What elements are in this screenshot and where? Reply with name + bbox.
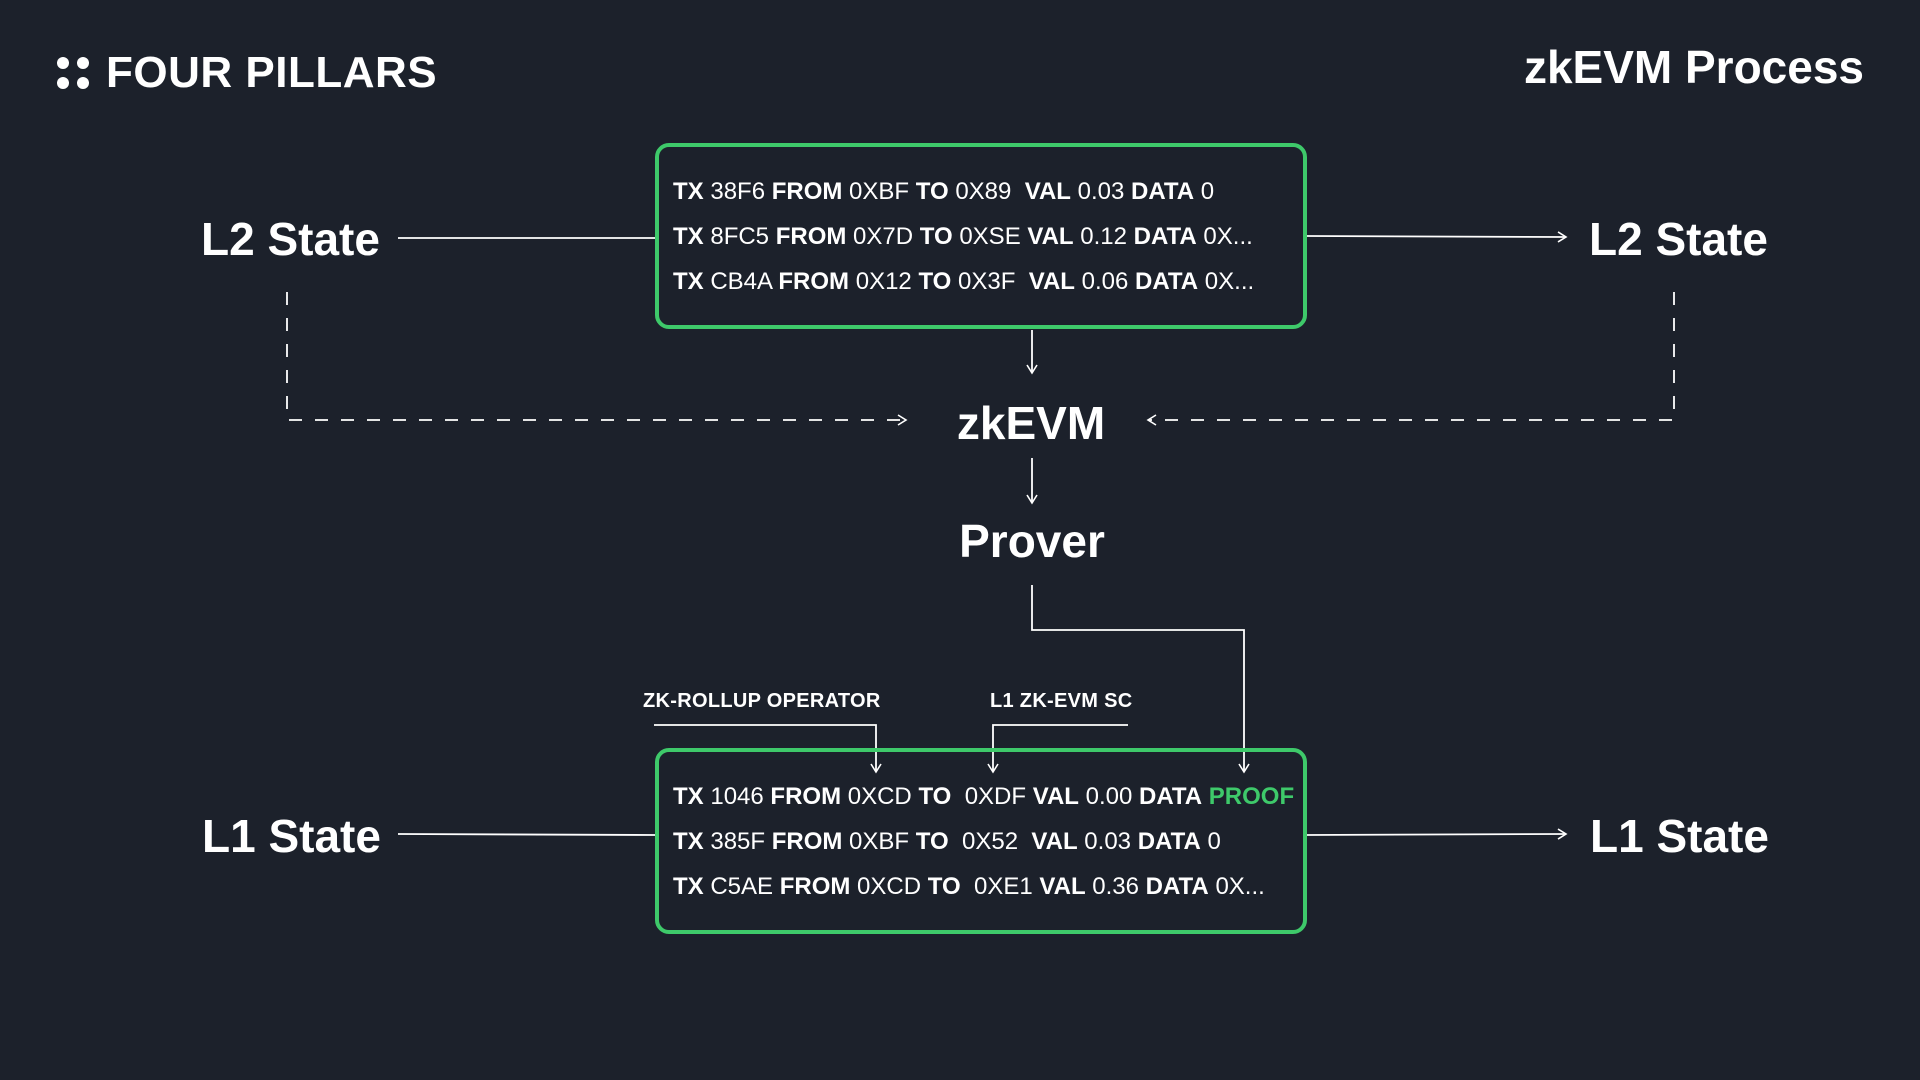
l1-tx-row: TX C5AE FROM 0XCD TO 0XE1 VAL 0.36 DATA … xyxy=(673,873,1265,900)
l1-tx-row: TX 1046 FROM 0XCD TO 0XDF VAL 0.00 DATA … xyxy=(673,783,1295,810)
l2-tx-row: TX 8FC5 FROM 0X7D TO 0XSE VAL 0.12 DATA … xyxy=(673,223,1253,250)
l1-state-in: L1 State xyxy=(202,810,381,862)
l2-state-in: L2 State xyxy=(201,213,380,265)
brand-name: FOUR PILLARS xyxy=(106,48,438,97)
l2-transaction-box: TX 38F6 FROM 0XBF TO 0X89 VAL 0.03 DATA … xyxy=(655,143,1307,329)
l1-transaction-box: TX 1046 FROM 0XCD TO 0XDF VAL 0.00 DATA … xyxy=(655,748,1307,934)
page-title: zkEVM Process xyxy=(1523,41,1864,93)
l1-tx-row: TX 385F FROM 0XBF TO 0X52 VAL 0.03 DATA … xyxy=(673,828,1221,855)
brand: FOUR PILLARS xyxy=(56,48,437,98)
zkevm-node: zkEVM xyxy=(956,397,1106,449)
prover-to-proof-arrow xyxy=(1031,585,1250,774)
operator-label: ZK-ROLLUP OPERATOR xyxy=(643,690,881,712)
l2-dashed-right-arrow xyxy=(1146,292,1675,426)
l2-state-out: L2 State xyxy=(1589,213,1768,265)
l2-tx-row: TX 38F6 FROM 0XBF TO 0X89 VAL 0.03 DATA … xyxy=(673,178,1215,205)
l1-in-line xyxy=(397,833,656,836)
prover-node: Prover xyxy=(959,515,1105,567)
l1-state-out: L1 State xyxy=(1590,810,1769,862)
operator-arrow xyxy=(654,724,882,774)
proof-value: PROOF xyxy=(1208,783,1295,810)
four-dots-icon xyxy=(56,56,90,90)
contract-label: L1 ZK-EVM SC xyxy=(990,690,1133,712)
l1-out-arrow xyxy=(1306,828,1568,840)
contract-arrow xyxy=(987,724,1128,774)
l2-tx-row: TX CB4A FROM 0X12 TO 0X3F VAL 0.06 DATA … xyxy=(673,268,1255,295)
l2-out-arrow xyxy=(1306,231,1568,243)
